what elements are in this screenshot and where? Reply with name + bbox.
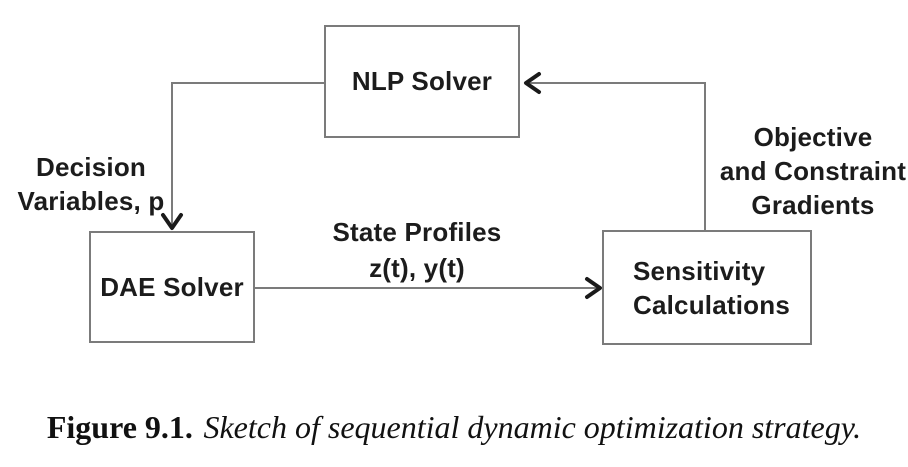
decision-variables-line-1: Decision [36,152,146,182]
decision-variables-label: Decision Variables, p [0,150,182,218]
state-profiles-line-1: State Profiles [332,217,502,247]
gradients-line-1: Objective [753,122,873,152]
nlp-to-dae-connector [171,82,324,226]
gradients-line-3: Gradients [751,190,875,220]
gradients-label: Objective and Constraint Gradients [707,120,908,222]
sensitivity-line-2: Calculations [633,289,790,320]
figure-caption: Figure 9.1. Sketch of sequential dynamic … [0,409,908,446]
state-profiles-label: State Profiles z(t), y(t) [307,214,527,286]
figure-caption-text: Sketch of sequential dynamic optimizatio… [203,409,862,445]
figure-caption-number: Figure 9.1. [46,409,193,445]
down-arrowhead-icon [161,213,183,230]
dae-solver-box: DAE Solver [89,231,255,343]
decision-variables-line-2: Variables, p [17,186,165,216]
state-profiles-line-2: z(t), y(t) [369,253,465,283]
nlp-solver-box: NLP Solver [324,25,520,138]
sensitivity-line-1: Sensitivity [633,255,766,286]
sensitivity-calculations-box: Sensitivity Calculations [602,230,812,345]
gradients-line-2: and Constraint [719,156,907,186]
right-arrowhead-icon [585,277,602,299]
sensitivity-calculations-label: Sensitivity Calculations [633,254,790,322]
sensitivity-to-nlp-connector [526,82,706,230]
nlp-solver-label: NLP Solver [351,66,493,96]
dae-solver-label: DAE Solver [100,271,244,302]
left-arrowhead-icon [524,72,541,94]
